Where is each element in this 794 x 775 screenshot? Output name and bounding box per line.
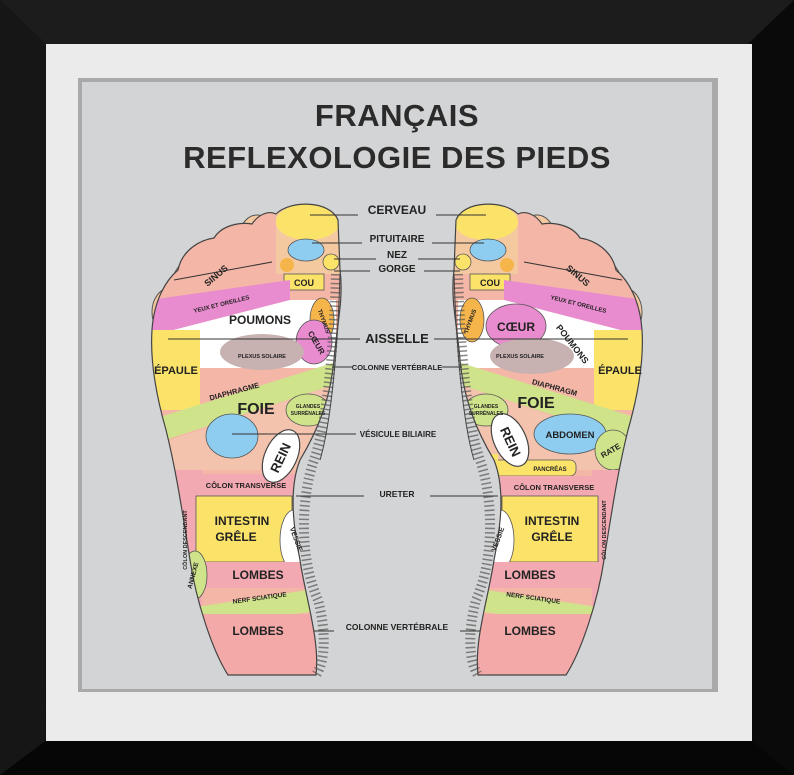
right-label-colon-descendant: CÔLON DESCENDANT [600, 500, 608, 560]
left-label-grele: GRÊLE [215, 529, 256, 544]
label-aisselle: AISSELLE [365, 331, 429, 346]
left-label-poumons: POUMONS [229, 313, 291, 327]
left-label-lombes1: LOMBES [232, 568, 283, 582]
left-label-intestin: INTESTIN [215, 514, 270, 528]
right-label-cou: COU [480, 278, 500, 288]
left-label-yeux: YEUX ET OREILLES [193, 295, 250, 315]
label-nez: NEZ [387, 250, 407, 261]
right-label-grele: GRÊLE [531, 529, 572, 544]
right-label-epaule: ÉPAULE [598, 364, 642, 377]
left-label-coeur: CŒUR [306, 330, 327, 357]
right-label-foie: FOIE [517, 395, 555, 412]
label-colonne-top: COLONNE VERTÉBRALE [352, 363, 442, 372]
left-label-vessie: VESSIE [288, 526, 303, 552]
left-label-colon-descendant: CÔLON DESCENDANT [181, 510, 189, 570]
right-label-glandes1: GLANDES [474, 404, 499, 410]
right-label-rein: REIN [497, 425, 524, 459]
label-cerveau: CERVEAU [368, 203, 426, 217]
left-label-sinus: SINUS [202, 263, 230, 288]
right-label-rate: RATE [599, 441, 622, 460]
right-label-poumons: POUMONS [554, 323, 591, 366]
right-label-yeux: YEUX ET OREILLES [550, 295, 607, 315]
right-label-glandes2: SURRÉNALES [469, 409, 504, 417]
right-label-vessie: VESSIE [491, 526, 506, 552]
label-ureter: URETER [380, 489, 415, 499]
label-pituitaire: PITUITAIRE [370, 234, 425, 245]
left-label-cou: COU [294, 278, 314, 288]
left-label-rein: REIN [267, 441, 294, 475]
left-label-glandes1: GLANDES [296, 404, 321, 410]
left-label-colon-transverse: CÔLON TRANSVERSE [206, 481, 286, 490]
left-label-nerf: NERF SCIATIQUE [232, 591, 288, 606]
right-label-abdomen: ABDOMEN [545, 430, 594, 441]
right-label-lombes1: LOMBES [504, 568, 555, 582]
right-label-lombes2: LOMBES [504, 624, 555, 638]
left-label-glandes2: SURRÉNALES [291, 409, 326, 417]
left-label-diaphragme: DIAPHRAGME [208, 381, 260, 403]
left-label-thymus: THYMUS [316, 309, 330, 335]
right-label-intestin: INTESTIN [525, 514, 580, 528]
left-label-lombes2: LOMBES [232, 624, 283, 638]
right-label-sinus: SINUS [564, 263, 592, 288]
right-label-pancreas: PANCRÉAS [533, 465, 566, 473]
left-label-plexus: PLEXUS SOLAIRE [238, 354, 286, 360]
right-label-colon-transverse: CÔLON TRANSVERSE [514, 483, 594, 492]
right-label-nerf: NERF SCIATIQUE [506, 591, 562, 606]
right-label-coeur: CŒUR [497, 320, 535, 334]
label-gorge: GORGE [378, 264, 416, 275]
label-colonne-bottom: COLONNE VERTÉBRALE [346, 622, 449, 632]
right-label-plexus: PLEXUS SOLAIRE [496, 354, 544, 360]
left-label-foie: FOIE [237, 401, 275, 418]
right-label-thymus: THYMUS [464, 309, 478, 335]
left-label-epaule: ÉPAULE [154, 364, 198, 377]
label-vesicule: VÉSICULE BILIAIRE [360, 430, 437, 439]
